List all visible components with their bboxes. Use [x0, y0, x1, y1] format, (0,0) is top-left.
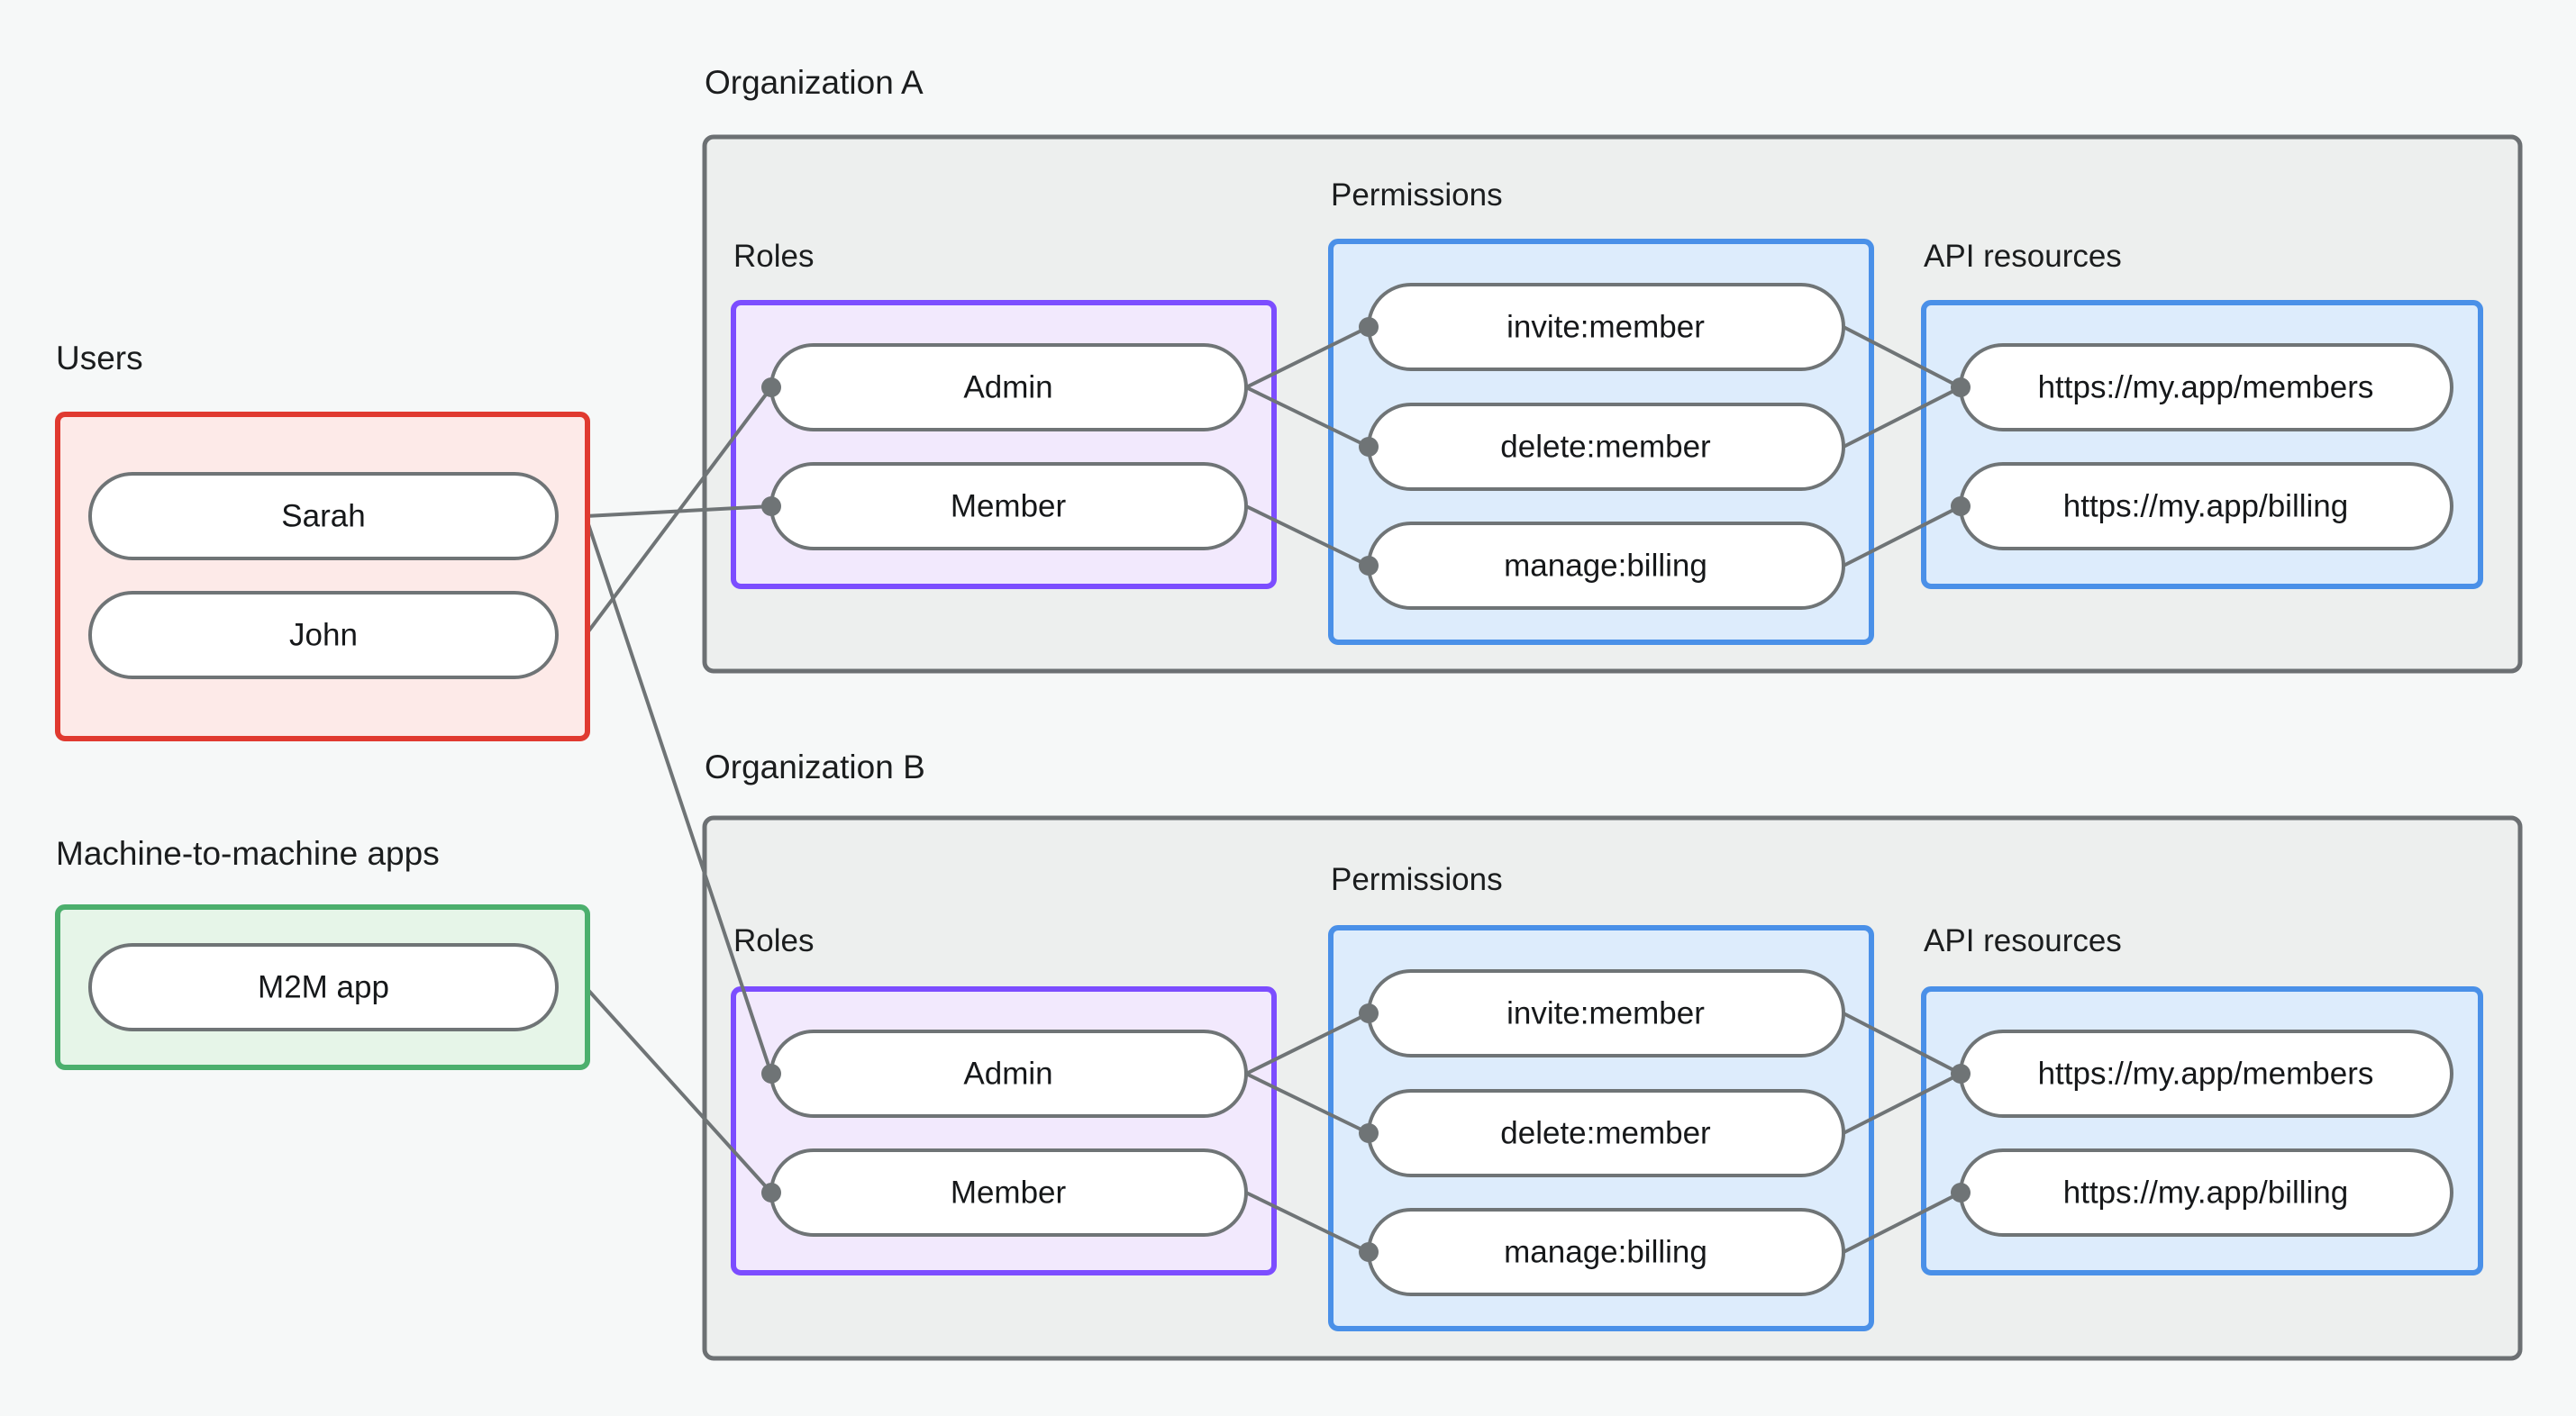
org-a-resource-members-label: https://my.app/members	[2038, 369, 2374, 404]
port-org-b-res-members-in	[1951, 1064, 1971, 1084]
org-b-roles-title: Roles	[733, 923, 814, 958]
org-b-resource-members[interactable]: https://my.app/members	[1959, 1030, 2453, 1118]
port-org-b-billing-in	[1359, 1242, 1379, 1262]
m2m-app-node[interactable]: M2M app	[88, 943, 559, 1031]
org-a-role-admin[interactable]: Admin	[769, 343, 1248, 431]
users-title: Users	[56, 340, 143, 377]
port-org-b-res-billing-in	[1951, 1183, 1971, 1203]
port-org-b-admin-in	[761, 1064, 781, 1084]
org-a-resource-billing-label: https://my.app/billing	[2063, 488, 2348, 523]
edge-a-invite-to-members	[1843, 325, 1962, 389]
users-box	[55, 412, 590, 741]
port-org-a-member-in	[761, 496, 781, 516]
port-org-a-res-members-in	[1951, 377, 1971, 397]
user-sarah-label: Sarah	[281, 498, 365, 533]
edge-b-billing-to-billing-res	[1843, 1191, 1962, 1254]
org-b-role-member[interactable]: Member	[769, 1148, 1248, 1237]
org-b-permission-delete[interactable]: delete:member	[1367, 1089, 1845, 1177]
org-b-role-admin[interactable]: Admin	[769, 1030, 1248, 1118]
org-b-permission-billing-label: manage:billing	[1504, 1234, 1707, 1269]
org-a-role-admin-label: Admin	[963, 369, 1052, 404]
org-b-resource-members-label: https://my.app/members	[2038, 1056, 2374, 1091]
organization-b-title: Organization B	[705, 749, 925, 785]
edge-group-org-b-inbound	[584, 515, 773, 1194]
org-a-permission-invite-label: invite:member	[1506, 309, 1705, 344]
port-org-a-admin-in	[761, 377, 781, 397]
port-org-a-delete-in	[1359, 437, 1379, 457]
org-b-resource-billing[interactable]: https://my.app/billing	[1959, 1148, 2453, 1237]
org-a-resource-members[interactable]: https://my.app/members	[1959, 343, 2453, 431]
edge-a-admin-to-delete	[1245, 386, 1370, 449]
edge-group-org-b-permissions-api	[1843, 1012, 1962, 1254]
org-a-role-member[interactable]: Member	[769, 462, 1248, 550]
org-b-role-admin-label: Admin	[963, 1056, 1052, 1091]
edge-b-admin-to-delete	[1245, 1072, 1370, 1135]
port-org-a-invite-in	[1359, 317, 1379, 337]
org-a-permission-billing[interactable]: manage:billing	[1367, 522, 1845, 610]
edge-m2m-to-org-b-member	[584, 985, 773, 1194]
org-b-role-member-label: Member	[951, 1175, 1067, 1210]
org-b-permission-invite[interactable]: invite:member	[1367, 969, 1845, 1057]
org-a-resource-billing[interactable]: https://my.app/billing	[1959, 462, 2453, 550]
port-org-b-delete-in	[1359, 1123, 1379, 1143]
edge-group-org-a-permissions-api	[1843, 325, 1962, 567]
org-a-roles-title: Roles	[733, 239, 814, 274]
edge-group-org-b-roles-permissions	[1245, 1012, 1370, 1254]
edge-a-admin-to-invite	[1245, 325, 1370, 389]
org-b-permissions-title: Permissions	[1331, 862, 1503, 897]
port-org-a-res-billing-in	[1951, 496, 1971, 516]
edge-group-org-a-inbound	[584, 386, 773, 637]
port-org-b-invite-in	[1359, 1003, 1379, 1023]
org-a-role-member-label: Member	[951, 488, 1067, 523]
org-b-resource-billing-label: https://my.app/billing	[2063, 1175, 2348, 1210]
user-john[interactable]: John	[88, 591, 559, 679]
port-org-a-billing-in	[1359, 556, 1379, 576]
edge-group-org-a-roles-permissions	[1245, 325, 1370, 567]
edge-a-member-to-billing	[1245, 504, 1370, 567]
port-org-b-member-in	[761, 1183, 781, 1203]
org-a-permission-delete[interactable]: delete:member	[1367, 403, 1845, 491]
org-b-api-resources-title: API resources	[1924, 923, 2122, 958]
edge-b-delete-to-members	[1843, 1072, 1962, 1135]
edge-john-to-org-a-admin	[584, 386, 773, 637]
edge-b-invite-to-members	[1843, 1012, 1962, 1076]
user-sarah[interactable]: Sarah	[88, 472, 559, 560]
organization-a-title: Organization A	[705, 64, 924, 101]
m2m-apps-title: Machine-to-machine apps	[56, 835, 440, 872]
org-a-permission-delete-label: delete:member	[1500, 429, 1711, 464]
edge-b-admin-to-invite	[1245, 1012, 1370, 1076]
org-a-permission-billing-label: manage:billing	[1504, 548, 1707, 583]
org-a-permission-invite[interactable]: invite:member	[1367, 283, 1845, 371]
user-john-label: John	[289, 617, 358, 652]
edge-sarah-to-org-b-admin	[584, 515, 773, 1075]
edge-a-billing-to-billing-res	[1843, 504, 1962, 567]
edge-a-delete-to-members	[1843, 386, 1962, 449]
org-a-permissions-title: Permissions	[1331, 177, 1503, 213]
org-b-permission-billing[interactable]: manage:billing	[1367, 1208, 1845, 1296]
org-b-permission-invite-label: invite:member	[1506, 995, 1705, 1030]
m2m-app-label: M2M app	[258, 969, 389, 1004]
org-a-api-resources-title: API resources	[1924, 239, 2122, 274]
edge-b-member-to-billing	[1245, 1191, 1370, 1254]
org-b-permission-delete-label: delete:member	[1500, 1115, 1711, 1150]
